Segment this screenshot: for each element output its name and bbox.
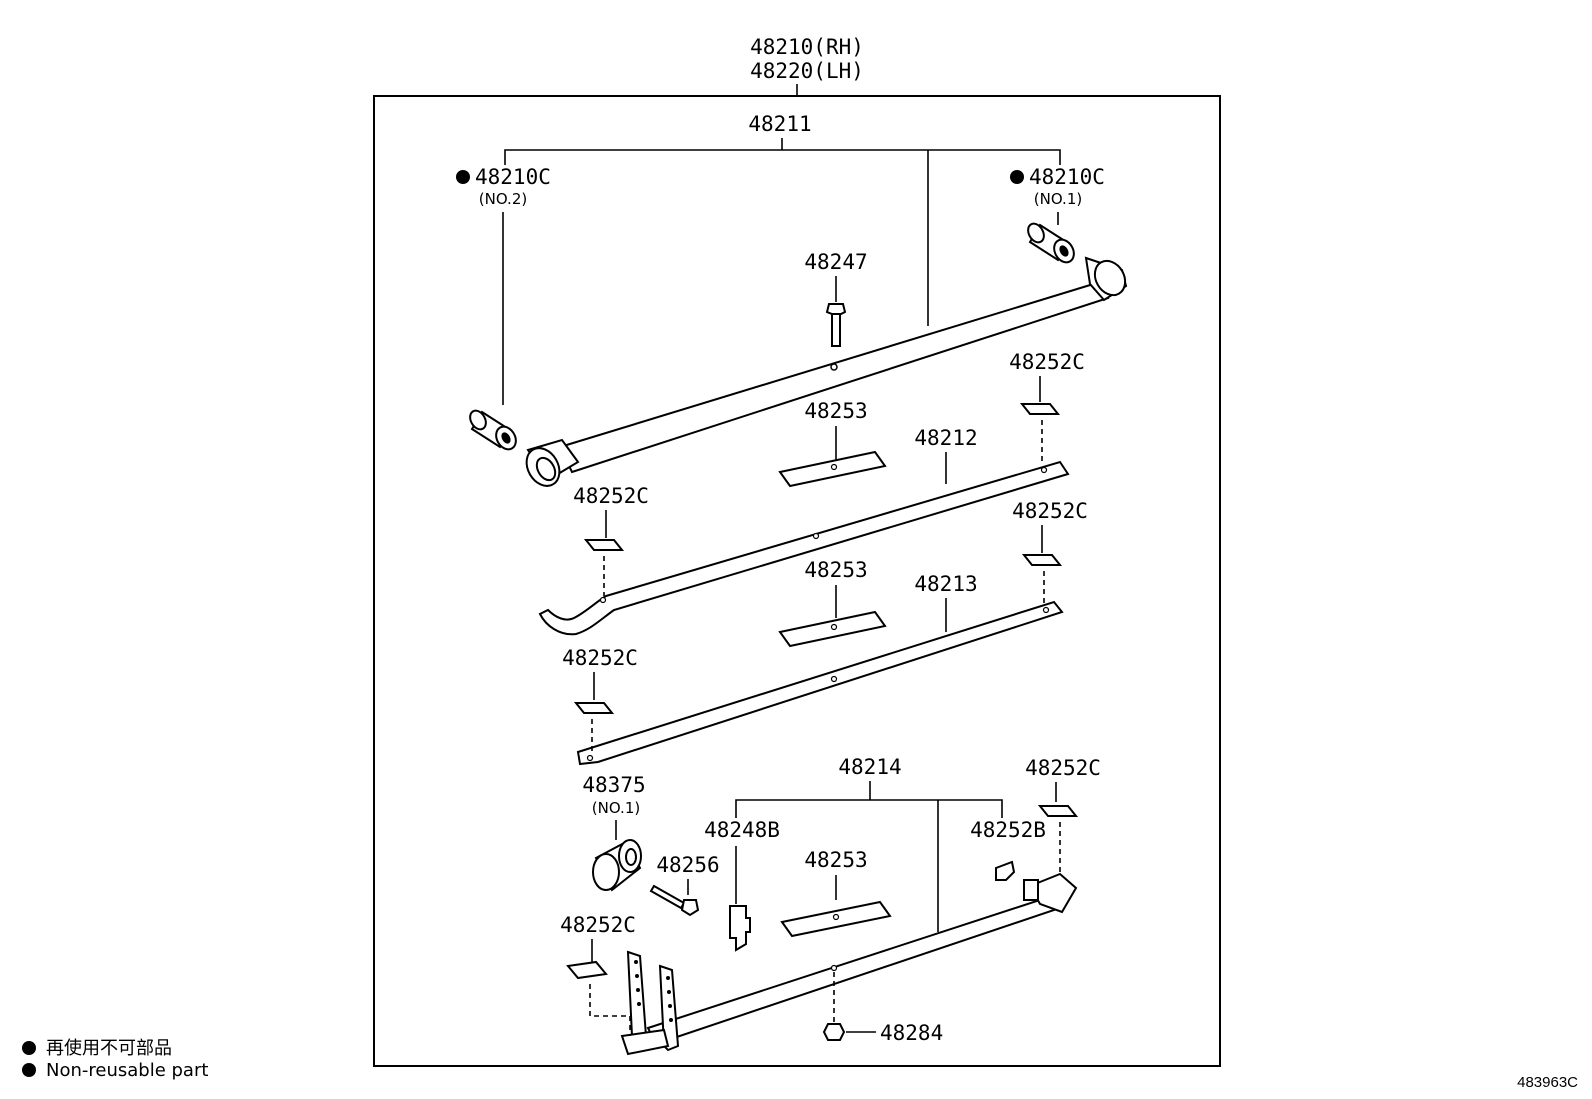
label-48248b[interactable]: 48248B	[704, 818, 780, 842]
label-48213[interactable]: 48213	[914, 572, 977, 596]
spacer-48252c-1[interactable]	[1019, 403, 1061, 415]
label-48211[interactable]: 48211	[748, 112, 811, 136]
non-reusable-dot-icon	[22, 1041, 36, 1055]
non-reusable-mark-icon	[1010, 170, 1024, 184]
label-48375-sub: (NO.1)	[592, 799, 640, 817]
label-48220-lh[interactable]: 48220(LH)	[750, 59, 864, 83]
spacer-48252c-6[interactable]	[1037, 805, 1079, 817]
nut-48284[interactable]	[822, 1023, 846, 1041]
legend-en: Non-reusable part	[22, 1060, 208, 1081]
spacer-48252c-2[interactable]	[583, 539, 625, 551]
clip-48252b[interactable]	[995, 860, 1016, 881]
non-reusable-mark-icon	[456, 170, 470, 184]
spacer-48252c-3[interactable]	[1021, 554, 1063, 566]
non-reusable-dot-icon	[22, 1063, 36, 1077]
label-48247[interactable]: 48247	[804, 250, 867, 274]
diagram-code: 483963C	[1517, 1074, 1578, 1091]
bushing-48375[interactable]	[592, 839, 642, 892]
legend-jp-text: 再使用不可部品	[46, 1038, 172, 1059]
legend-jp: 再使用不可部品	[22, 1034, 172, 1060]
label-48375[interactable]: 48375	[582, 773, 645, 797]
label-48252c-2[interactable]: 48252C	[573, 484, 649, 508]
label-48210-rh[interactable]: 48210(RH)	[750, 35, 864, 59]
bushing-no1-top[interactable]	[1025, 221, 1078, 266]
label-48210c-no2-sub: (NO.2)	[479, 190, 527, 208]
label-48252c-4[interactable]: 48252C	[562, 646, 638, 670]
leaf-48214[interactable]	[620, 872, 1078, 1056]
label-48212[interactable]: 48212	[914, 426, 977, 450]
leaf-48212[interactable]	[538, 460, 1070, 636]
spacer-48252c-4[interactable]	[573, 702, 615, 714]
label-48210c-no2[interactable]: 48210C	[475, 165, 551, 189]
spacer-48252c-5[interactable]	[566, 960, 608, 980]
label-48252c-1[interactable]: 48252C	[1009, 350, 1085, 374]
legend-en-text: Non-reusable part	[46, 1060, 209, 1081]
label-48253-3[interactable]: 48253	[804, 848, 867, 872]
label-48252b[interactable]: 48252B	[970, 818, 1046, 842]
label-48210c-no1[interactable]: 48210C	[1029, 165, 1105, 189]
label-48284[interactable]: 48284	[880, 1021, 943, 1045]
leaf-48213[interactable]	[576, 600, 1064, 766]
label-48252c-6[interactable]: 48252C	[1025, 756, 1101, 780]
center-bolt-48247[interactable]	[825, 303, 847, 347]
label-48210c-no1-sub: (NO.1)	[1034, 190, 1082, 208]
label-48256[interactable]: 48256	[656, 853, 719, 877]
clip-48248b[interactable]	[729, 905, 751, 952]
label-48253-2[interactable]: 48253	[804, 558, 867, 582]
label-48214[interactable]: 48214	[838, 755, 901, 779]
label-48253-1[interactable]: 48253	[804, 399, 867, 423]
label-48252c-3[interactable]: 48252C	[1012, 499, 1088, 523]
bushing-no2-left[interactable]	[467, 408, 520, 453]
main-leaf-48211[interactable]	[520, 255, 1131, 491]
bolt-48256[interactable]	[649, 884, 700, 917]
label-48252c-5[interactable]: 48252C	[560, 913, 636, 937]
